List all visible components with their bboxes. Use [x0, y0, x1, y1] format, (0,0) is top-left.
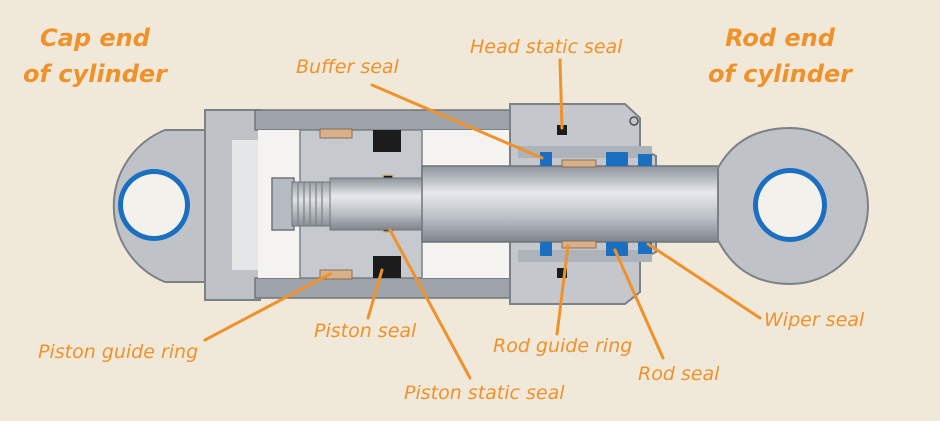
- rod-seal-bottom: [606, 242, 628, 256]
- head-static-seal: [557, 125, 567, 135]
- buffer-seal-top: [540, 152, 552, 166]
- label-rod-seal: Rod seal: [638, 363, 720, 385]
- label-wiper-seal: Wiper seal: [764, 309, 865, 331]
- label-head-static-seal: Head static seal: [470, 36, 623, 58]
- rod-eye-bore: [758, 173, 822, 237]
- leader-rod-guide-ring: [555, 244, 570, 336]
- piston-rod: [421, 165, 729, 243]
- rod-inner: [329, 177, 431, 231]
- barrel-wall-bottom: [254, 277, 516, 299]
- rod-guide-ring-bottom: [561, 240, 597, 249]
- label-buffer-seal: Buffer seal: [296, 56, 399, 78]
- leader-buffer-seal: [370, 83, 544, 160]
- label-piston-guide-ring: Piston guide ring: [38, 341, 199, 363]
- piston-guide-ring-top: [319, 128, 353, 139]
- piston-seal-top: [373, 130, 401, 152]
- leader-lines: [203, 58, 762, 380]
- leader-rod-seal: [613, 248, 665, 360]
- leader-piston-guide-ring: [203, 272, 332, 342]
- rod-end-title: Rod end of cylinder: [708, 24, 852, 88]
- label-rod-guide-ring: Rod guide ring: [493, 335, 633, 357]
- leader-head-static-seal: [558, 58, 564, 130]
- label-piston-seal: Piston seal: [314, 320, 417, 342]
- cap-eye-bore: [123, 174, 185, 236]
- barrel-wall-top: [254, 109, 516, 131]
- wiper-seal-top: [638, 154, 652, 166]
- label-piston-static-seal: Piston static seal: [404, 382, 565, 404]
- leader-piston-seal: [366, 268, 384, 320]
- rod-seal-top: [606, 152, 628, 166]
- leader-piston-static-seal: [388, 228, 472, 380]
- rod-guide-ring-top: [561, 159, 597, 168]
- piston-seal-bottom: [373, 256, 401, 278]
- leader-wiper-seal: [646, 242, 762, 320]
- piston-nut: [271, 177, 295, 231]
- piston-guide-ring-bottom: [319, 269, 353, 280]
- cap-end-title: Cap end of cylinder: [23, 24, 167, 88]
- buffer-seal-bottom: [540, 242, 552, 256]
